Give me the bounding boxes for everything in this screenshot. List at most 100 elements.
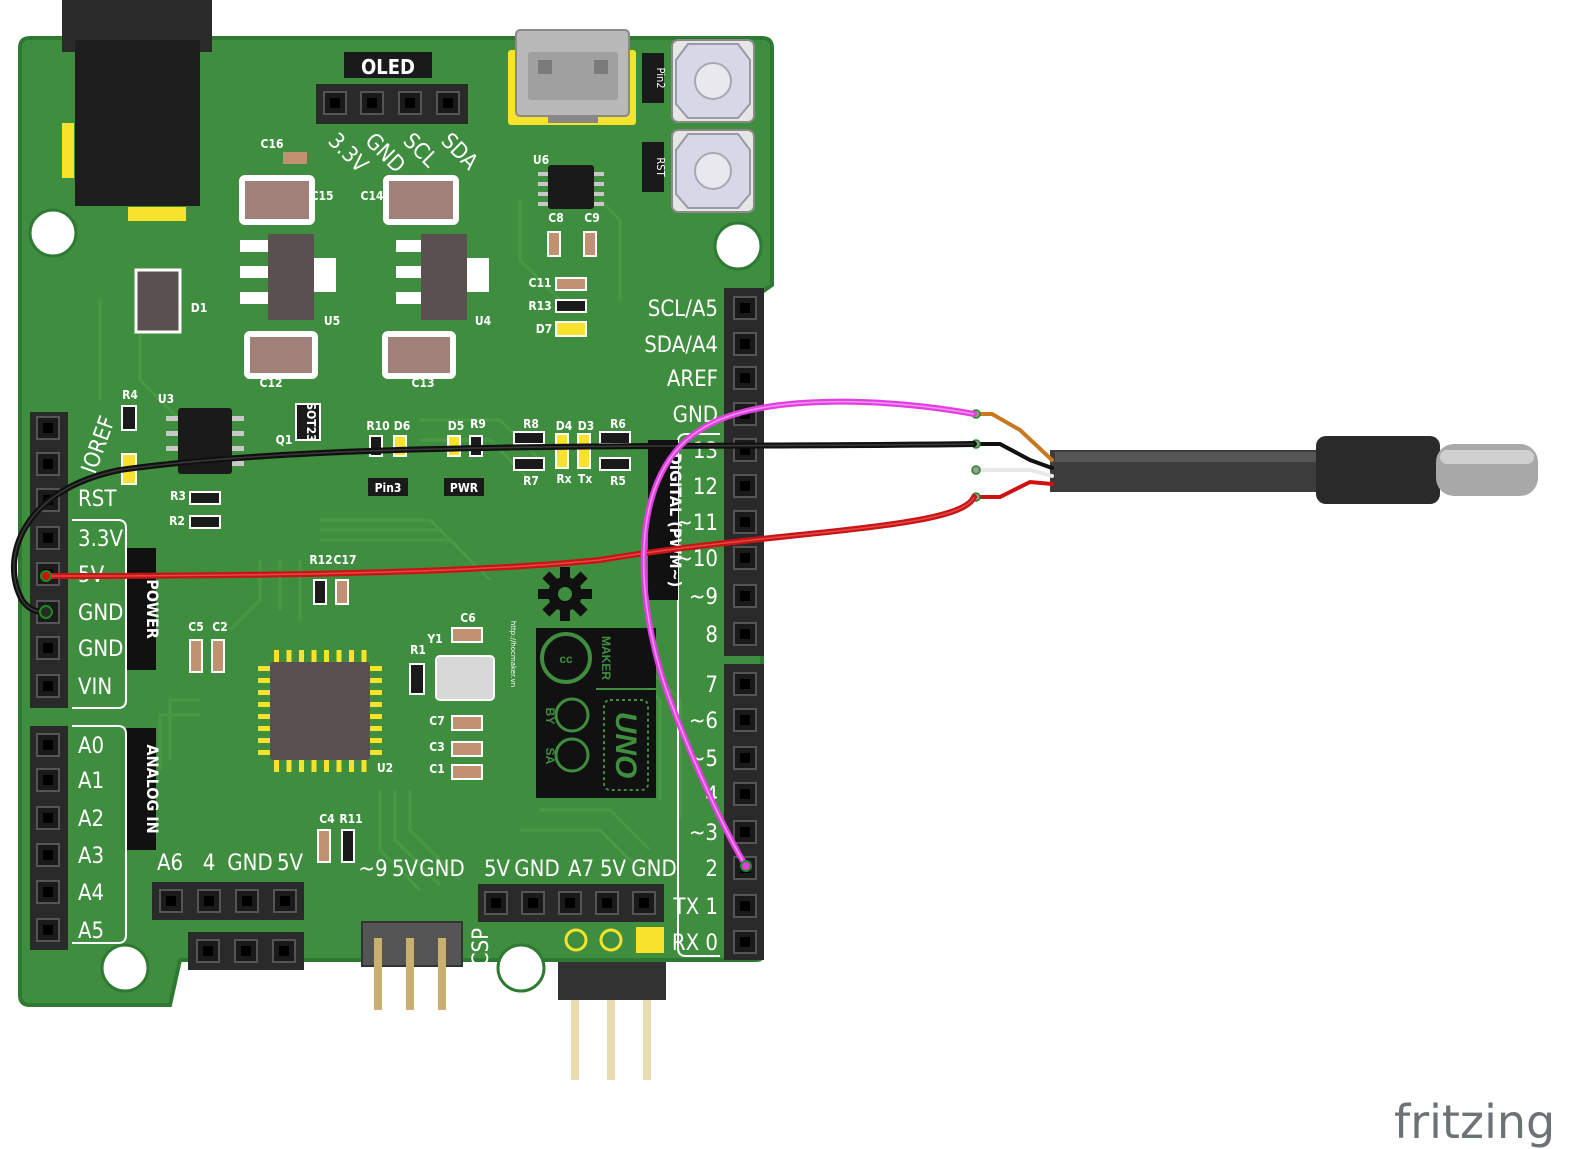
component-label: Y1 [426, 632, 442, 646]
analog-label: ANALOG IN [143, 744, 162, 833]
maker-label: MAKER [599, 636, 613, 680]
led-resistor-row [368, 431, 631, 496]
temperature-sensor-probe [1050, 436, 1538, 504]
sensor-leads [971, 409, 1054, 502]
component-label: U3 [158, 392, 174, 406]
reset-button-label: RST [654, 157, 667, 177]
component-label: R3 [170, 489, 186, 503]
pin-label: 7 [705, 673, 718, 698]
mount-hole [28, 208, 78, 258]
mount-hole [496, 943, 546, 993]
pin-label: 5V [484, 857, 511, 882]
pin-label: ~9 [689, 585, 718, 610]
sa-badge-label: SA [543, 748, 557, 765]
cc-badge-label: cc [559, 652, 573, 666]
component-label: C11 [529, 276, 552, 290]
component-label: R10 [366, 419, 389, 433]
wire-magenta-signal[interactable] [640, 398, 977, 869]
mcu-chip [189, 627, 495, 863]
component-label: D1 [191, 301, 207, 315]
component-label: C5 [188, 620, 203, 634]
component-label: R6 [610, 417, 626, 431]
component-label: C3 [429, 740, 444, 754]
analog-header [30, 726, 68, 950]
pin-label: A1 [78, 769, 104, 794]
pin-label: 8 [705, 623, 718, 648]
component-label: C7 [429, 714, 444, 728]
by-badge-label: BY [543, 708, 557, 725]
wire-end-5v [40, 570, 52, 582]
dc-jack [62, 0, 212, 221]
mount-hole [100, 943, 150, 993]
pin-label: 5V [392, 857, 419, 882]
pin-label: GND [227, 851, 272, 876]
component-label: C9 [584, 211, 599, 225]
component-label: C17 [334, 553, 357, 567]
component-label: R12 [309, 553, 332, 567]
component-label: SOT23 [304, 402, 318, 441]
component-label: C1 [429, 762, 444, 776]
pin-label: GND [419, 857, 464, 882]
pin-label: A0 [78, 734, 104, 759]
wire-end-gnd [39, 605, 53, 619]
u6-chip [538, 165, 604, 337]
pin-label: GND [514, 857, 559, 882]
component-label: R1 [410, 643, 426, 657]
fritzing-logo: fritzing [1394, 1095, 1555, 1149]
right-angle-header [558, 927, 666, 1080]
pin3-led-label: Pin3 [375, 481, 402, 495]
pin-label: RX 0 [672, 931, 718, 956]
pin-label: AREF [667, 367, 718, 392]
pin2-button[interactable] [671, 39, 755, 123]
component-label: R9 [470, 417, 486, 431]
wire-black-gnd[interactable] [11, 441, 977, 615]
probe-sleeve [1316, 436, 1440, 504]
sensor-lead-wire [974, 479, 1054, 499]
pin2-button-label: Pin2 [654, 67, 667, 88]
mount-hole [713, 221, 763, 271]
component-label: Rx [556, 472, 571, 486]
pin-label: TX 1 [672, 895, 718, 920]
component-label: D7 [536, 322, 552, 336]
wire-red-5v[interactable] [43, 494, 977, 579]
component-label: C8 [548, 211, 563, 225]
pin-label: A2 [78, 807, 104, 832]
pin-label: 5V [275, 973, 302, 998]
pin-label: GND [631, 857, 676, 882]
sa-icon [554, 737, 590, 773]
pin-label: RST [78, 487, 117, 512]
pin-label: 5V [600, 857, 627, 882]
component-label: D5 [448, 419, 464, 433]
sensor-lead-wire [974, 442, 1054, 470]
pin-label: ~6 [689, 709, 718, 734]
component-label: U5 [324, 314, 340, 328]
pin-label: 3.3V [78, 527, 123, 552]
pin-label: A6 [157, 851, 183, 876]
pin-label: ~3 [689, 821, 718, 846]
pwr-led-label: PWR [450, 481, 479, 495]
pin-label: 12 [693, 475, 718, 500]
pin-label: A7 [568, 857, 594, 882]
cc-icon [540, 632, 592, 684]
component-label: R8 [523, 417, 539, 431]
reset-button[interactable] [671, 129, 755, 213]
component-label: R5 [610, 474, 626, 488]
sensor-lead-wire [974, 412, 1054, 462]
pcb-traces [98, 198, 682, 892]
component-label: R11 [339, 812, 362, 826]
component-label: C16 [261, 137, 284, 151]
micro-usb-port [508, 29, 636, 125]
pin-label: SDA/A4 [644, 333, 718, 358]
icsp-header [361, 921, 463, 1010]
component-label: C15 [311, 189, 334, 203]
power-label: POWER [143, 579, 162, 639]
component-label: C4 [319, 812, 335, 826]
uno-label: UNO [609, 712, 642, 779]
pin-label: ~9 [358, 857, 387, 882]
pin-label: SCL/A5 [648, 297, 718, 322]
u3-chip [121, 403, 321, 529]
component-label: U6 [533, 153, 549, 167]
pin-label: A5 [78, 919, 104, 944]
pin-label: A3 [78, 844, 104, 869]
